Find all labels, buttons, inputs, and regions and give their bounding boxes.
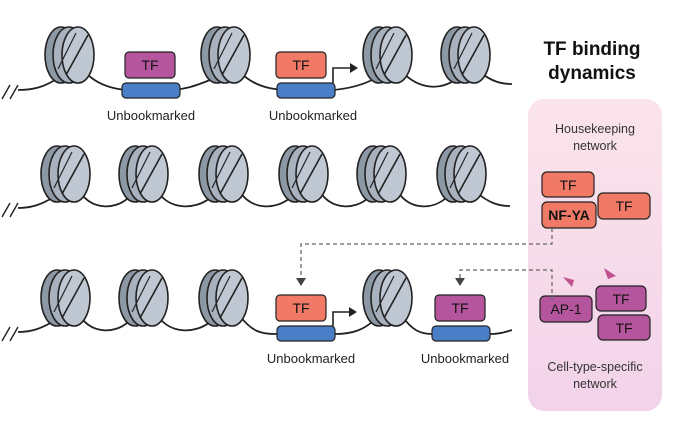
dna-site [121,82,181,99]
ap1-label: AP-1 [550,301,581,317]
nfya-label: NF-YA [548,207,590,223]
nucleosome [198,269,249,327]
site-label: Unbookmarked [267,351,355,366]
cell-tf-box-2 [597,314,651,341]
tf-box [275,294,327,322]
nucleosome [118,269,169,327]
tf-label: TF [292,57,309,73]
cell-tf-box [595,285,647,312]
transcription-arrow [332,311,352,326]
tf-box [275,51,327,79]
nucleosome [198,145,249,203]
dna-row-3: TF Unbookmarked TF Unbookmarked [1,269,513,366]
pink-arrow-head [604,268,616,279]
nucleosome [118,145,169,203]
arrow-head [350,63,358,73]
dna-row-2 [1,145,511,218]
dna-row-1: TF Unbookmarked TF Unbookmarked [1,26,513,123]
cell-tf-label: TF [612,291,629,307]
housekeeping-label-2: network [573,139,618,153]
dna-site [431,325,491,342]
title-line-2: dynamics [548,63,636,84]
nucleosome [40,145,91,203]
tf-box [434,294,486,322]
site-label: Unbookmarked [269,108,357,123]
housekeeping-tf-box [541,171,595,198]
arrow-head [349,307,357,317]
nucleosome [44,26,95,84]
nucleosome [440,26,491,84]
tf-label: TF [292,300,309,316]
nucleosome [40,269,91,327]
site-label: Unbookmarked [107,108,195,123]
transcription-arrow [332,67,353,83]
dashed-arrow-head [455,278,465,286]
nucleosome [362,269,413,327]
housekeeping-label-1: Housekeeping [555,122,635,136]
cell-type-label-1: Cell-type-specific [547,360,642,374]
nfya-box [541,201,597,229]
ap1-box [539,295,593,323]
housekeeping-tf-box-2 [597,192,651,220]
cell-type-label-2: network [573,377,618,391]
nucleosome [356,145,407,203]
dna-site [276,82,336,99]
dashed-connector-cell-type [459,269,553,300]
nucleosome [200,26,251,84]
cell-tf-label-2: TF [615,320,632,336]
dashed-arrow-head [296,278,306,286]
nucleosome [436,145,487,203]
nucleosome [362,26,413,84]
nucleosome [278,145,329,203]
tf-label: TF [451,300,468,316]
dashed-connector-housekeeping [300,228,553,282]
site-label: Unbookmarked [421,351,509,366]
tf-label: TF [141,57,158,73]
title-line-1: TF binding [543,39,640,60]
housekeeping-tf-label-2: TF [615,198,632,214]
housekeeping-tf-label: TF [559,177,576,193]
dna-site [276,325,336,342]
pink-arrow-head [563,277,574,287]
tf-box [124,51,176,79]
